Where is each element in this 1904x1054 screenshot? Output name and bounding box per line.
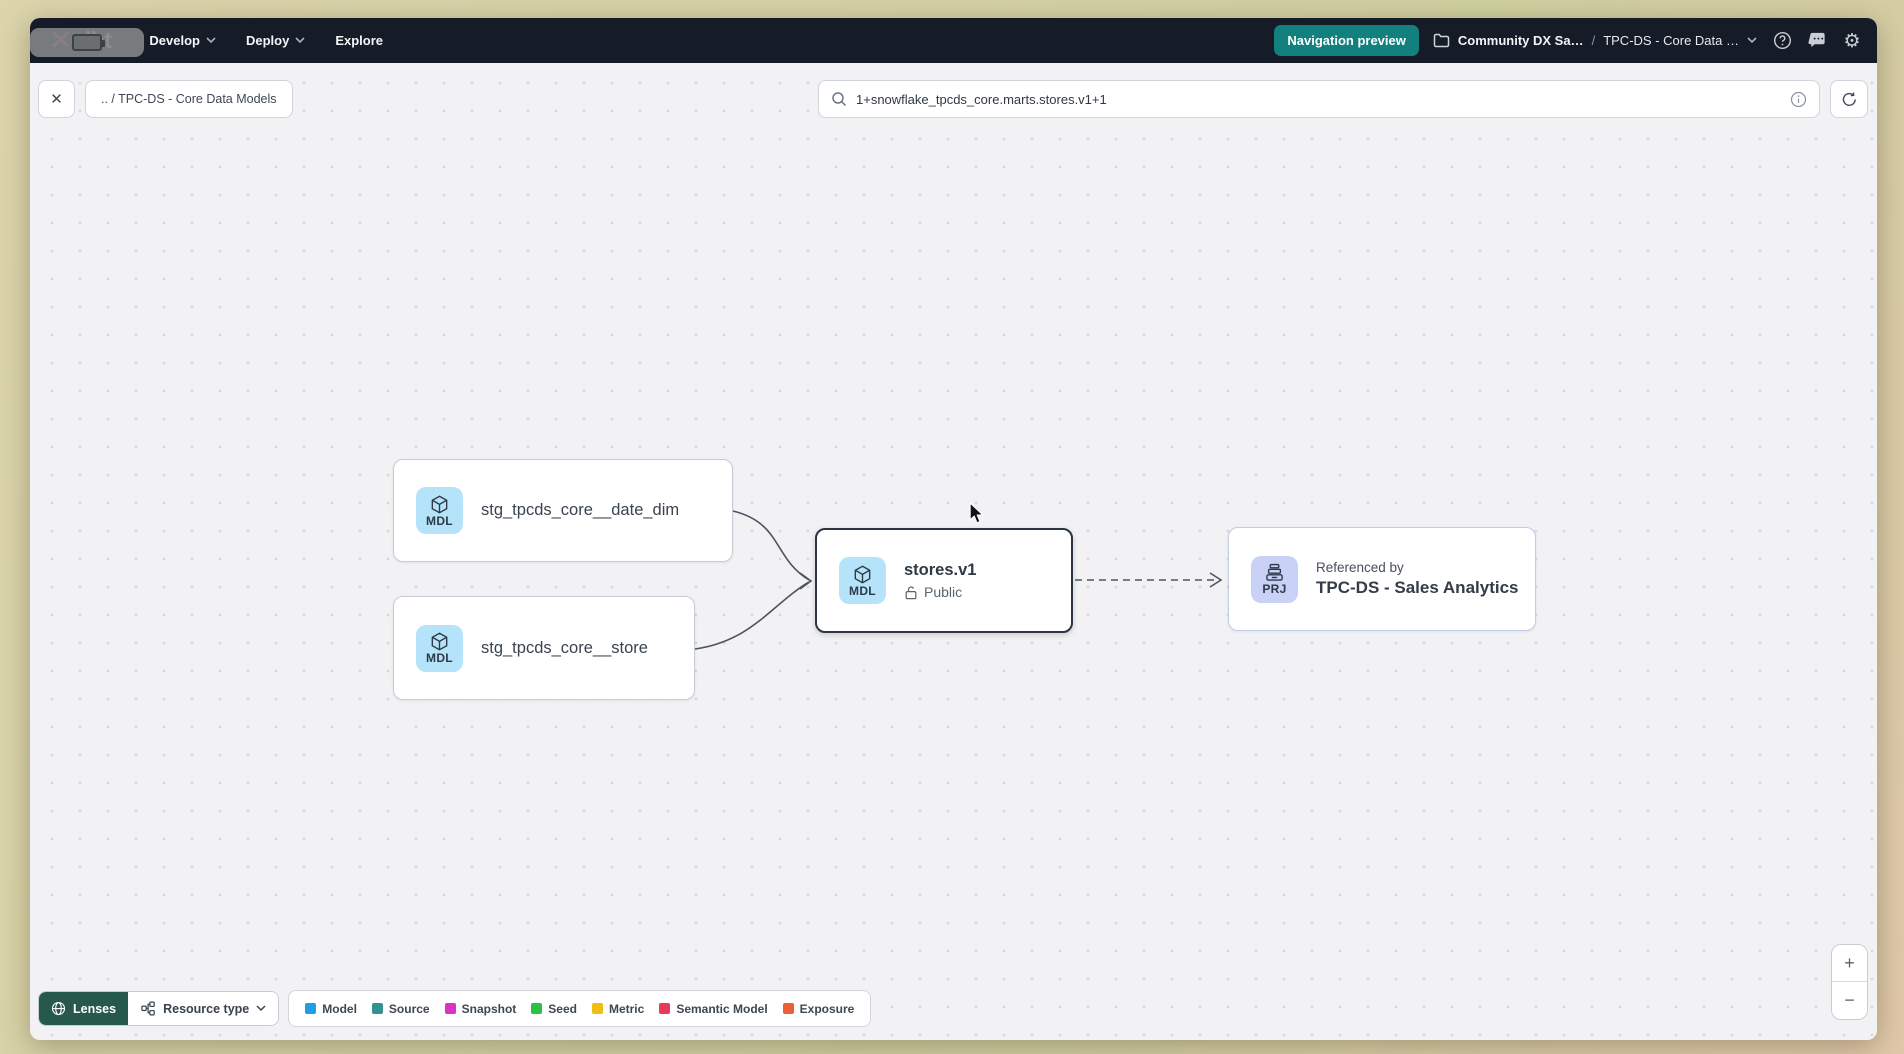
refresh-button[interactable] [1830, 80, 1868, 118]
legend-item: Snapshot [444, 1001, 517, 1016]
legend-item: Source [371, 1001, 430, 1016]
screen-share-icon [72, 34, 105, 51]
canvas-footer-controls: Lenses Resource type Model Source Snapshot… [38, 990, 872, 1027]
model-badge: MDL [416, 487, 463, 534]
resource-network-icon [141, 1001, 155, 1016]
zoom-controls: + − [1831, 944, 1868, 1020]
legend-label: Source [388, 1001, 430, 1016]
breadcrumb-separator: / [1591, 33, 1596, 48]
node-label: stores.v1 [904, 561, 977, 579]
model-badge: MDL [416, 624, 463, 672]
legend-swatch [531, 1003, 543, 1014]
model-badge: MDL [839, 557, 886, 604]
legend-swatch [305, 1003, 317, 1014]
node-referenced-by-sales-analytics[interactable]: PRJ Referenced by TPC-DS - Sales Analyti… [1228, 527, 1536, 631]
account-name: Community DX Sa… [1457, 33, 1584, 48]
legend-item: Semantic Model [659, 1001, 768, 1016]
legend-label: Seed [548, 1001, 577, 1016]
close-lineage-button[interactable]: ✕ [38, 80, 75, 118]
badge-label: MDL [426, 513, 453, 528]
chevron-down-icon [295, 37, 305, 44]
folder-icon [1433, 33, 1450, 48]
lineage-search [818, 80, 1820, 118]
resource-type-dropdown[interactable]: Resource type [128, 992, 279, 1025]
feedback-icon[interactable] [1806, 30, 1828, 52]
screen-share-pill [30, 28, 144, 57]
unlock-icon [905, 585, 917, 599]
legend-label: Metric [608, 1001, 645, 1016]
project-breadcrumb[interactable]: Community DX Sa… / TPC-DS - Core Data … [1433, 33, 1757, 48]
legend-label: Model [322, 1001, 357, 1016]
mouse-cursor [969, 503, 985, 524]
main-nav: Develop Deploy Explore [137, 25, 395, 56]
node-access: Public [904, 584, 976, 600]
chevron-down-icon [256, 1005, 266, 1012]
navigation-preview-badge[interactable]: Navigation preview [1274, 25, 1419, 56]
legend-item: Seed [531, 1002, 577, 1016]
badge-label: PRJ [1262, 582, 1287, 596]
legend-item: Exposure [782, 1001, 855, 1016]
project-name: TPC-DS - Core Data … [1603, 33, 1739, 48]
legend-swatch [782, 1003, 794, 1014]
cube-icon [431, 494, 448, 514]
node-label: TPC-DS - Sales Analytics [1316, 578, 1519, 597]
resource-type-label: Resource type [163, 1001, 250, 1016]
node-text: stores.v1 Public [904, 561, 976, 600]
help-icon[interactable] [1771, 30, 1793, 52]
zoom-in-button[interactable]: + [1832, 945, 1867, 982]
legend-label: Semantic Model [676, 1001, 768, 1016]
nav-develop[interactable]: Develop [137, 25, 228, 56]
legend-label: Snapshot [461, 1001, 517, 1016]
node-label: stg_tpcds_core__date_dim [481, 501, 680, 519]
info-icon[interactable] [1790, 91, 1807, 108]
legend-swatch [371, 1003, 383, 1014]
lenses-button[interactable]: Lenses [39, 992, 129, 1025]
zoom-out-button[interactable]: − [1832, 982, 1867, 1019]
refresh-icon [1842, 91, 1856, 106]
node-stg-tpcds-core-date-dim[interactable]: MDL stg_tpcds_core__date_dim [393, 459, 733, 562]
access-label: Public [924, 584, 963, 600]
navbar-icons: ⚙ [1771, 30, 1863, 52]
project-stack-icon [1266, 563, 1283, 581]
legend-item: Metric [591, 1001, 645, 1016]
nav-deploy-label: Deploy [245, 33, 290, 48]
nav-explore[interactable]: Explore [323, 25, 395, 56]
legend-label: Exposure [799, 1001, 855, 1016]
legend-swatch [659, 1003, 671, 1014]
navbar-right: Navigation preview Community DX Sa… / TP… [1274, 25, 1863, 56]
nav-develop-label: Develop [149, 33, 200, 48]
lineage-canvas[interactable]: ✕ .. / TPC-DS - Core Data Models [30, 63, 1877, 1040]
node-text: Referenced by TPC-DS - Sales Analytics [1316, 560, 1519, 598]
node-stores-v1[interactable]: MDL stores.v1 Public [815, 528, 1073, 633]
selector-input[interactable] [856, 91, 1781, 107]
search-icon [832, 92, 847, 107]
legend-item: Model [305, 1002, 357, 1016]
resource-legend: Model Source Snapshot Seed Metric Semantic Mo… [288, 990, 872, 1027]
node-label: stg_tpcds_core__store [481, 638, 648, 657]
legend-swatch [444, 1003, 456, 1014]
node-stg-tpcds-core-store[interactable]: MDL stg_tpcds_core__store [393, 596, 695, 700]
lens-control-group: Lenses Resource type [38, 991, 280, 1026]
referenced-by-label: Referenced by [1316, 560, 1404, 575]
badge-label: MDL [849, 583, 876, 598]
project-badge: PRJ [1251, 555, 1298, 603]
cube-icon [854, 564, 871, 584]
lineage-toolbar: ✕ .. / TPC-DS - Core Data Models [38, 80, 1868, 118]
settings-gear-icon[interactable]: ⚙ [1843, 29, 1861, 52]
badge-label: MDL [426, 651, 453, 665]
legend-swatch [591, 1003, 603, 1014]
lineage-breadcrumb[interactable]: .. / TPC-DS - Core Data Models [85, 80, 293, 118]
lens-icon [51, 1001, 66, 1016]
lenses-label: Lenses [73, 1001, 117, 1016]
chevron-down-icon [1747, 37, 1757, 44]
chevron-down-icon [206, 37, 216, 44]
nav-explore-label: Explore [335, 33, 384, 48]
nav-deploy[interactable]: Deploy [234, 25, 317, 56]
top-navbar: ✕ dbt Develop Deploy Explore Navigation … [30, 18, 1877, 63]
app-window: ✕ dbt Develop Deploy Explore Navigation … [30, 18, 1877, 1040]
cube-icon [431, 632, 448, 651]
